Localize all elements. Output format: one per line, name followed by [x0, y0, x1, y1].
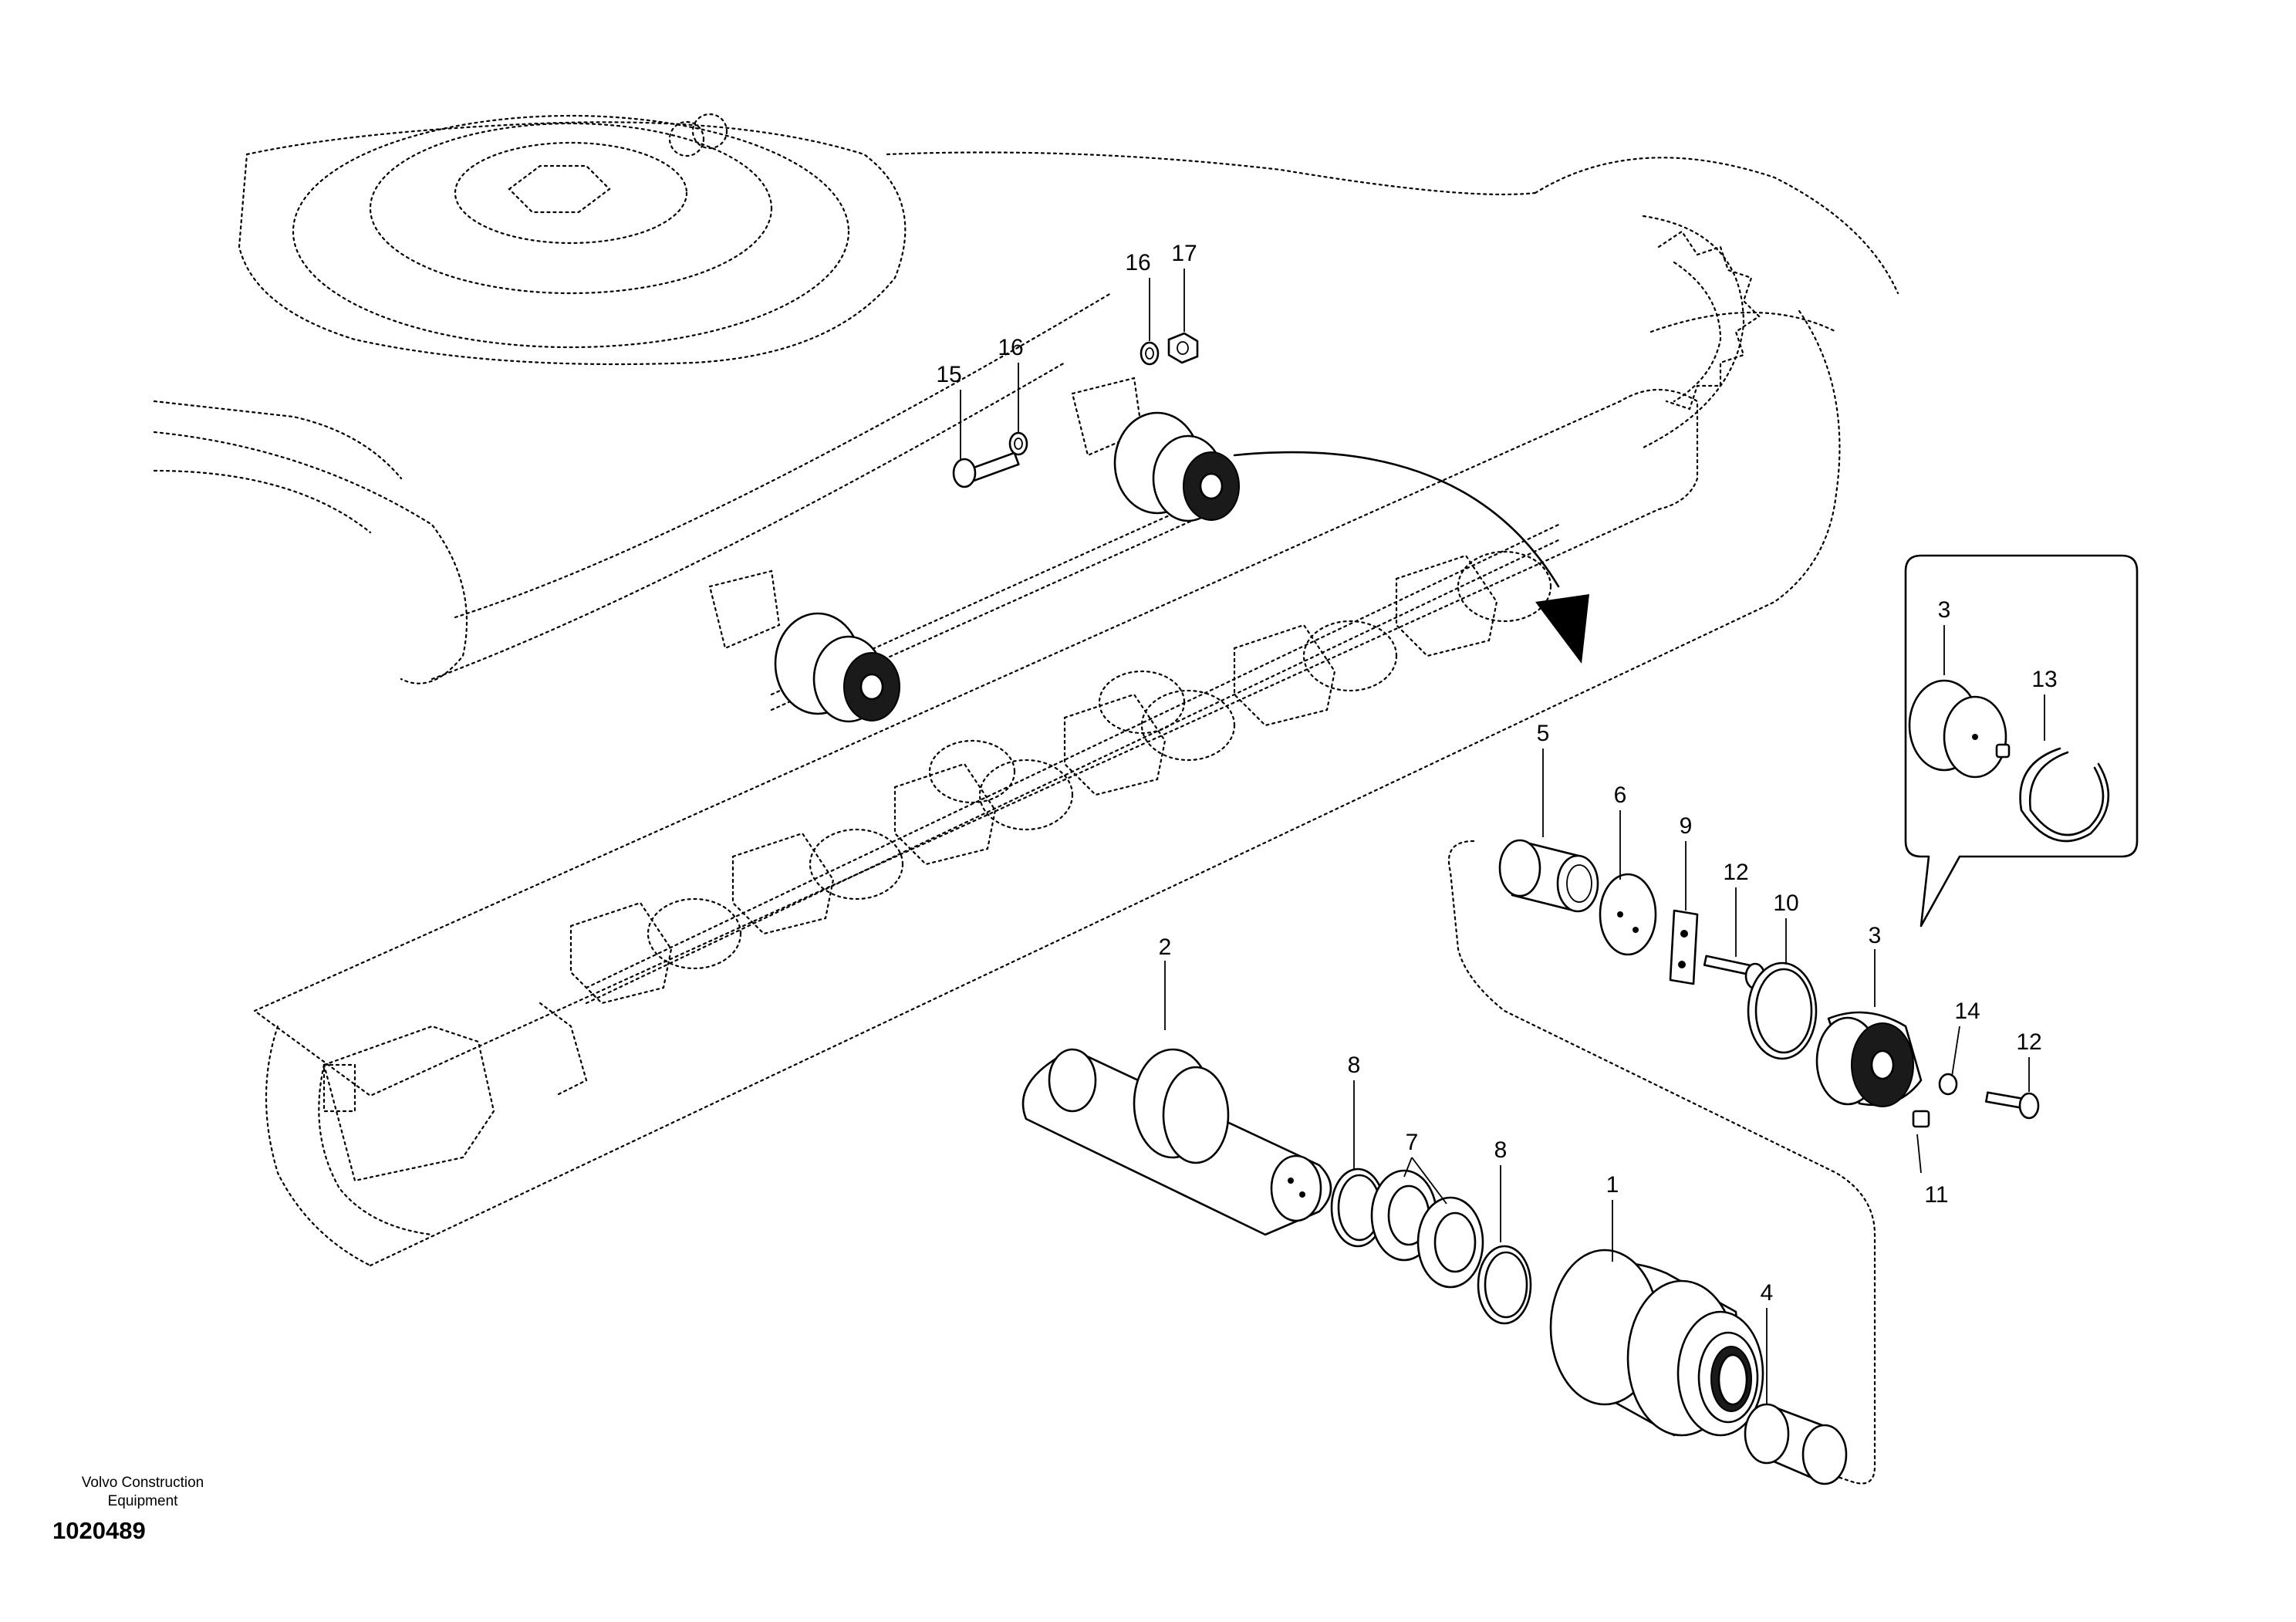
- callout-1: 1: [1606, 1172, 1619, 1198]
- detail-callout-bubble: [1904, 554, 2139, 928]
- callout-12-right: 12: [2016, 1029, 2041, 1055]
- machine-outline: [153, 113, 1899, 1267]
- callout-9: 9: [1680, 813, 1693, 839]
- part-8-oring-right: [1477, 1245, 1532, 1325]
- carrier-roller-highlight-1: [774, 612, 900, 723]
- part-14-plug: [1938, 1073, 1958, 1096]
- company-line-1: Volvo Construction: [81, 1475, 204, 1491]
- callout-2: 2: [1159, 934, 1172, 960]
- washer-16-lower: [1008, 431, 1028, 456]
- callout-12-left: 12: [1723, 860, 1748, 885]
- part-6-cover: [1599, 873, 1657, 956]
- callout-16-upper: 16: [1125, 250, 1150, 275]
- callout-11: 11: [1924, 1182, 1948, 1208]
- callout-13: 13: [2031, 667, 2057, 692]
- part-3-cap: [1815, 1011, 1923, 1107]
- leader-lines: [960, 269, 2045, 1404]
- detail-arrow: [1233, 451, 1589, 664]
- company-name: Volvo Construction Equipment: [46, 1474, 239, 1511]
- part-7-seal-right: [1416, 1196, 1484, 1289]
- callout-4: 4: [1761, 1280, 1774, 1306]
- callout-5: 5: [1537, 721, 1550, 746]
- callout-17: 17: [1171, 241, 1197, 266]
- company-line-2: Equipment: [107, 1493, 178, 1509]
- part-11-plug: [1912, 1110, 1930, 1128]
- callout-8-left: 8: [1348, 1053, 1361, 1078]
- callout-6: 6: [1614, 782, 1627, 808]
- part-9-plate: [1669, 909, 1699, 985]
- callout-8-right: 8: [1494, 1137, 1508, 1163]
- callout-3-detail: 3: [1938, 597, 1951, 623]
- drawing-number: 1020489: [52, 1517, 146, 1544]
- part-10-ring: [1747, 961, 1818, 1060]
- part-4-bushing: [1744, 1403, 1848, 1485]
- part-5-bushing: [1498, 839, 1599, 913]
- part-12-bolt-right: [1985, 1091, 2040, 1120]
- callout-14: 14: [1954, 999, 1980, 1024]
- callout-3-main: 3: [1869, 923, 1882, 948]
- callout-labels: 1 2 3 3 4 5 6 7 8 8 9 10 11 12 12 13 14 …: [936, 241, 2057, 1306]
- callout-10: 10: [1773, 890, 1798, 916]
- nut-17: [1167, 332, 1199, 364]
- callout-7: 7: [1406, 1130, 1419, 1155]
- callout-16-lower: 16: [998, 335, 1023, 360]
- exploded-group-outline: [1447, 840, 1876, 1485]
- part-8-oring-left: [1330, 1168, 1386, 1248]
- callout-15: 15: [936, 362, 961, 387]
- part-2-shaft: [1021, 1048, 1332, 1236]
- bolt-15: [952, 451, 1020, 488]
- carrier-roller-highlight-2: [1113, 411, 1240, 522]
- part-1-roller: [1549, 1249, 1764, 1437]
- part-7-seal-left: [1370, 1169, 1438, 1262]
- washer-16-upper: [1140, 341, 1160, 366]
